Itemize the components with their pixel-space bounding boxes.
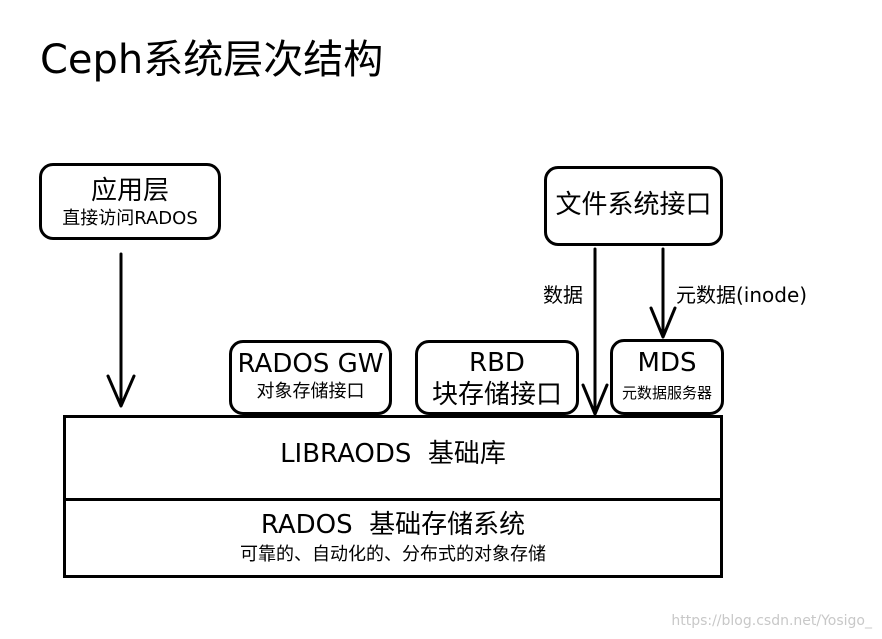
rados-title: RADOS 基础存储系统 [260, 510, 526, 540]
diagram-title: Ceph系统层次结构 [40, 37, 384, 83]
rados-gw-title: RADOS GW [237, 349, 384, 379]
metadata-edge-label: 元数据(inode) [676, 283, 808, 307]
librados-layer: LIBRAODS 基础库 [63, 415, 723, 501]
data-edge-label: 数据 [543, 283, 583, 307]
rados-subtitle: 可靠的、自动化的、分布式的对象存储 [240, 544, 546, 565]
mds-node: MDS 元数据服务器 [610, 339, 724, 415]
rados-gw-node: RADOS GW 对象存储接口 [229, 340, 392, 415]
rbd-subtitle: 块存储接口 [431, 380, 562, 410]
rbd-node: RBD 块存储接口 [415, 340, 579, 415]
app-layer-subtitle: 直接访问RADOS [62, 208, 198, 229]
mds-subtitle: 元数据服务器 [621, 384, 712, 402]
file-system-interface-title: 文件系统接口 [555, 190, 712, 220]
arrow-metadata-to-mds [649, 247, 677, 339]
arrow-data-to-librados [581, 247, 609, 416]
librados-title: LIBRAODS 基础库 [280, 439, 506, 469]
watermark: https://blog.csdn.net/Yosigo_ [671, 613, 872, 629]
rados-gw-subtitle: 对象存储接口 [256, 381, 365, 402]
app-layer-title: 应用层 [90, 176, 169, 206]
rbd-title: RBD [469, 348, 525, 378]
mds-title: MDS [637, 348, 697, 378]
app-layer-node: 应用层 直接访问RADOS [39, 163, 221, 240]
rados-layer: RADOS 基础存储系统 可靠的、自动化的、分布式的对象存储 [63, 498, 723, 578]
file-system-interface-node: 文件系统接口 [544, 166, 723, 246]
arrow-app-to-librados [106, 252, 136, 408]
